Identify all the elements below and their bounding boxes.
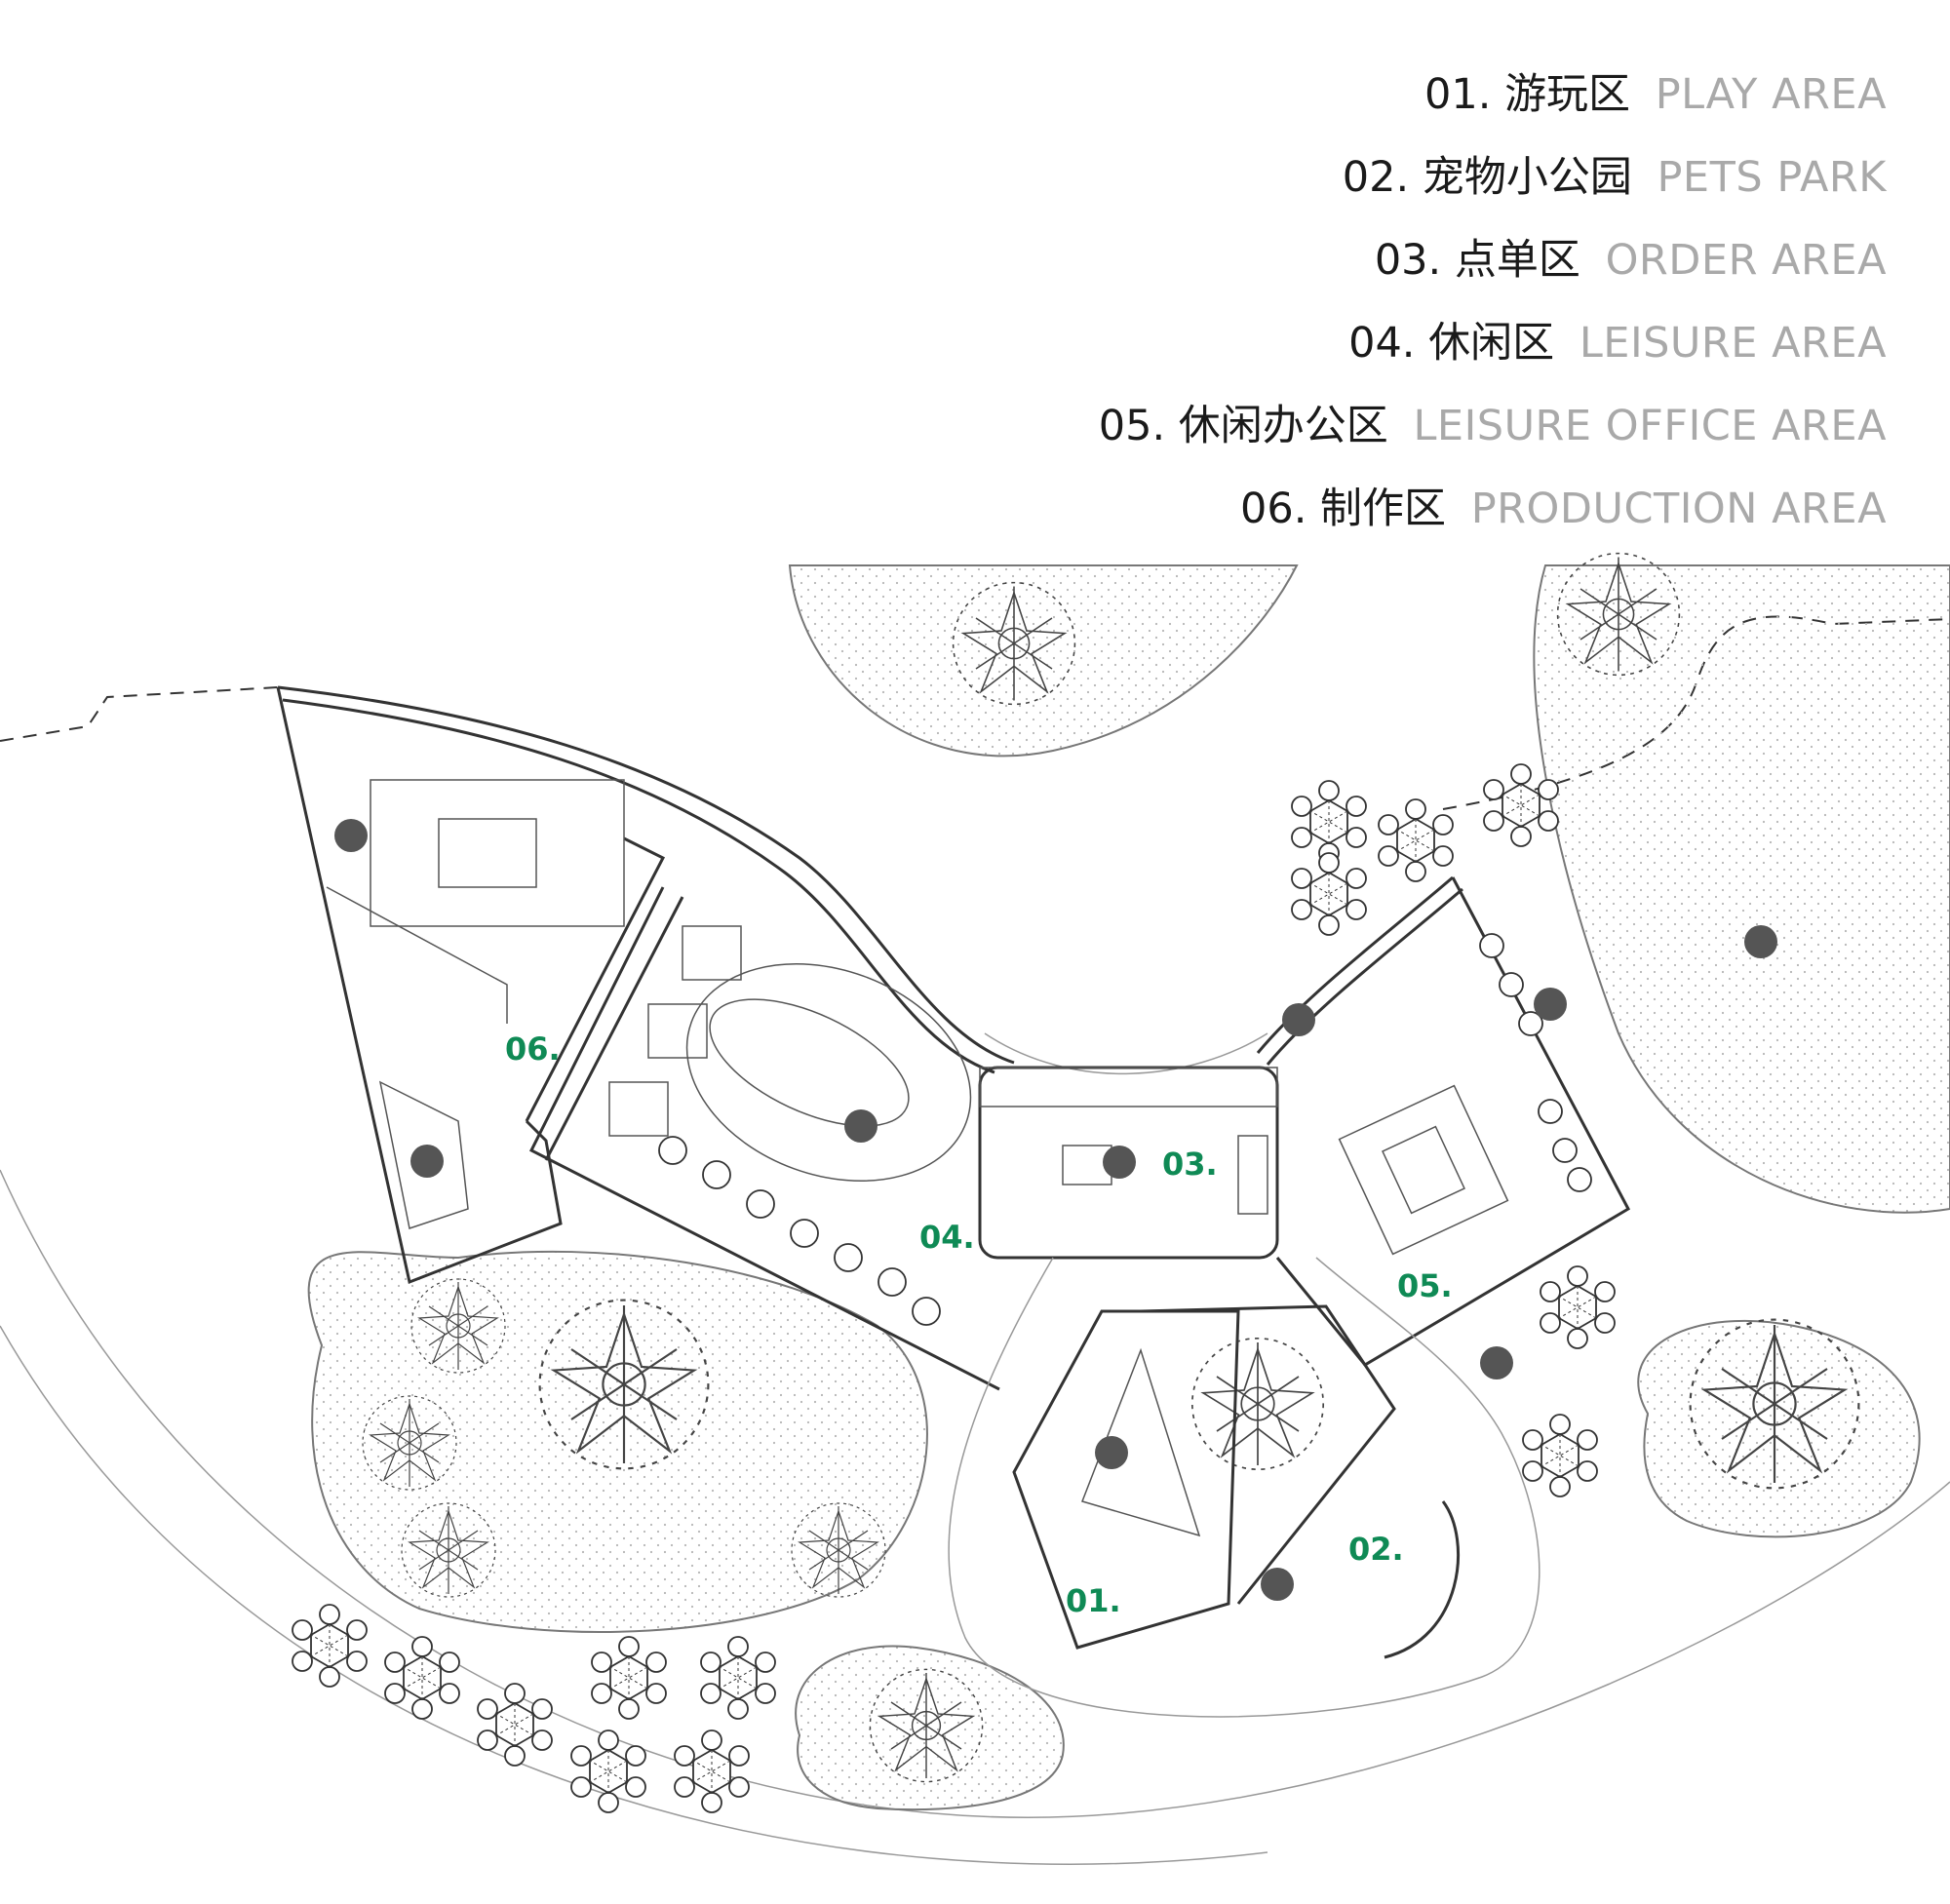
legend-number: 03. xyxy=(1374,236,1442,285)
legend-label-en: PETS PARK xyxy=(1657,153,1887,202)
roof-edge-right-inner xyxy=(1266,887,1463,1066)
outdoor-table-icon xyxy=(1291,780,1367,864)
outdoor-table-icon xyxy=(674,1729,750,1813)
play-area-wall xyxy=(1012,1309,1240,1650)
legend-number: 01. xyxy=(1424,70,1492,119)
order-counter-top xyxy=(979,1067,1278,1107)
landscape-island-top xyxy=(788,564,1299,758)
zone-label-pets-park: 02. xyxy=(1348,1531,1404,1568)
legend-label-cn: 游玩区 xyxy=(1504,70,1631,119)
east-wing-wall xyxy=(1275,876,1630,1367)
west-wing-inner-wall xyxy=(525,836,666,1122)
leisure-chairs xyxy=(658,1136,941,1326)
leisure-lounge-outline xyxy=(685,963,972,1182)
legend-number: 05. xyxy=(1098,402,1166,450)
zone-label-leisure-office-area: 05. xyxy=(1397,1267,1453,1304)
office-table-inner xyxy=(1382,1125,1465,1215)
landscape-island-far-right xyxy=(1637,1319,1921,1538)
outdoor-table-icon xyxy=(591,1636,667,1720)
zone-label-play-area: 01. xyxy=(1066,1582,1121,1619)
legend-item-production-area: 06. 制作区 PRODUCTION AREA xyxy=(1099,468,1887,551)
legend: 01. 游玩区 PLAY AREA 02. 宠物小公园 PETS PARK 03… xyxy=(1099,54,1887,551)
outdoor-table-icon xyxy=(292,1604,368,1688)
zone-label-leisure-area: 04. xyxy=(919,1219,975,1256)
legend-label-cn: 宠物小公园 xyxy=(1422,153,1632,202)
pets-park-wall xyxy=(1140,1304,1396,1605)
legend-item-leisure-office-area: 05. 休闲办公区 LEISURE OFFICE AREA xyxy=(1099,385,1887,468)
outdoor-table-icon xyxy=(1540,1265,1616,1349)
play-slide xyxy=(1081,1347,1201,1537)
legend-number: 04. xyxy=(1348,319,1416,368)
legend-item-play-area: 01. 游玩区 PLAY AREA xyxy=(1099,54,1887,136)
legend-label-en: PLAY AREA xyxy=(1655,70,1887,119)
legend-label-en: LEISURE OFFICE AREA xyxy=(1413,402,1887,450)
leisure-wing-wall xyxy=(528,886,1000,1391)
outdoor-table-icon xyxy=(1378,798,1454,882)
west-wing-wall xyxy=(276,686,563,1285)
site-dashed-line xyxy=(0,686,279,742)
pet-bench xyxy=(1384,1500,1460,1659)
legend-label-cn: 休闲区 xyxy=(1428,319,1555,368)
legend-label-cn: 点单区 xyxy=(1454,236,1580,285)
legend-label-en: LEISURE AREA xyxy=(1579,319,1887,368)
courtyard-boundary xyxy=(948,1257,1540,1718)
legend-number: 06. xyxy=(1239,485,1307,533)
legend-label-cn: 休闲办公区 xyxy=(1178,402,1388,450)
outdoor-table-icon xyxy=(477,1683,553,1767)
office-chairs xyxy=(1479,933,1592,1192)
zone-label-production-area: 06. xyxy=(505,1030,561,1068)
outdoor-table-icon xyxy=(384,1636,460,1720)
roof-edge-inner xyxy=(282,698,995,1074)
legend-label-cn: 制作区 xyxy=(1320,485,1447,533)
legend-item-pets-park: 02. 宠物小公园 PETS PARK xyxy=(1099,136,1887,219)
landscape-island-right xyxy=(1533,564,1950,1214)
legend-number: 02. xyxy=(1342,153,1410,202)
office-table xyxy=(1338,1084,1509,1256)
outdoor-table-icon xyxy=(700,1636,776,1720)
leisure-sofa xyxy=(709,998,910,1127)
order-fridge xyxy=(1237,1135,1268,1215)
zone-label-order-area: 03. xyxy=(1162,1146,1218,1183)
production-table xyxy=(438,818,537,888)
outdoor-table-icon xyxy=(1522,1414,1598,1497)
roof-edge-outer xyxy=(277,685,1015,1065)
outdoor-table-icon xyxy=(570,1729,646,1813)
site-boundary-arc xyxy=(0,1169,1950,1818)
legend-item-leisure-area: 04. 休闲区 LEISURE AREA xyxy=(1099,302,1887,385)
courtyard-curve xyxy=(984,1032,1268,1074)
legend-label-en: ORDER AREA xyxy=(1605,236,1887,285)
leisure-wing-wall-inner xyxy=(544,896,684,1161)
structural-columns xyxy=(334,819,1777,1601)
storage-room xyxy=(378,1080,469,1229)
floor-plan xyxy=(0,552,1950,1865)
outdoor-table-icon xyxy=(1291,852,1367,936)
tree-icon xyxy=(1190,1337,1325,1471)
legend-label-en: PRODUCTION AREA xyxy=(1470,485,1887,533)
site-boundary-arc-outer xyxy=(0,1325,1268,1865)
production-room xyxy=(370,779,625,927)
roof-edge-right-outer xyxy=(1256,875,1454,1054)
landscape-island-left xyxy=(307,1250,928,1633)
leisure-tables xyxy=(608,925,742,1137)
legend-item-order-area: 03. 点单区 ORDER AREA xyxy=(1099,219,1887,302)
partition-line xyxy=(326,886,508,1024)
